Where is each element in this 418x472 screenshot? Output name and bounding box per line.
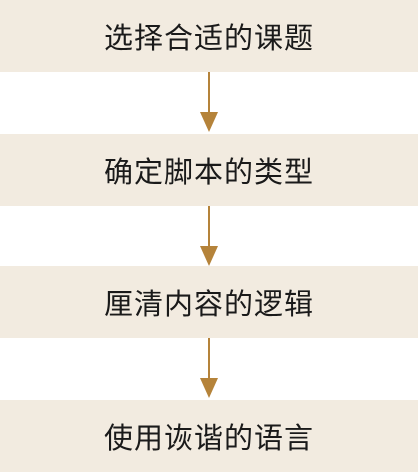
step-box-4: 使用诙谐的语言 bbox=[0, 400, 418, 472]
step-box-3: 厘清内容的逻辑 bbox=[0, 266, 418, 338]
step-label-4: 使用诙谐的语言 bbox=[103, 421, 314, 455]
arrow-down-icon bbox=[197, 206, 221, 268]
step-label-1: 选择合适的课题 bbox=[103, 21, 314, 55]
arrow-down-icon bbox=[197, 72, 221, 134]
arrow-down-icon bbox=[197, 338, 221, 400]
step-label-3: 厘清内容的逻辑 bbox=[103, 287, 314, 321]
step-box-2: 确定脚本的类型 bbox=[0, 134, 418, 206]
step-label-2: 确定脚本的类型 bbox=[103, 155, 314, 189]
step-box-1: 选择合适的课题 bbox=[0, 0, 418, 72]
